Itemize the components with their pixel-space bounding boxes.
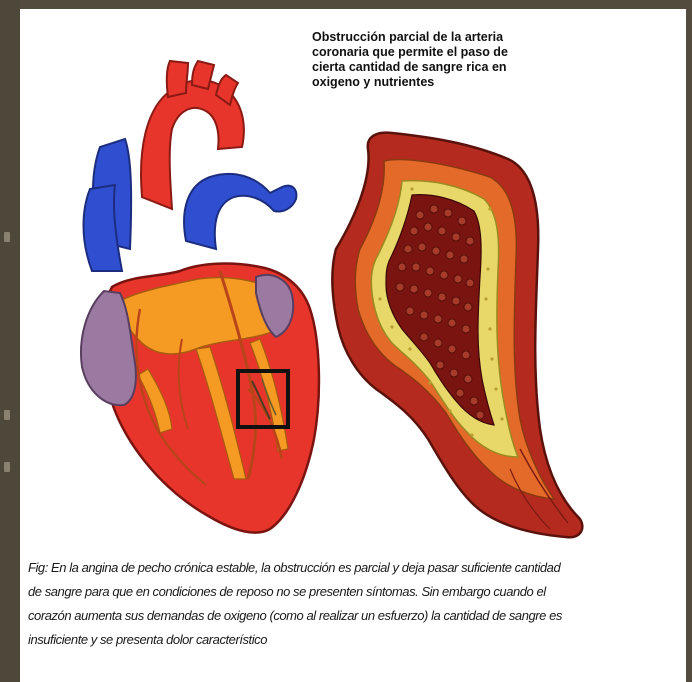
callout-line: coronaria que permite el paso de <box>312 45 508 59</box>
caption-line: insuficiente y se presenta dolor caracte… <box>28 632 267 647</box>
top-border <box>20 0 692 9</box>
heart-illustration <box>81 61 319 533</box>
artery-cross-section-illustration <box>332 133 582 538</box>
caption-line: de sangre para que en condiciones de rep… <box>28 584 546 599</box>
obstruction-callout: Obstrucción parcial de la arteria corona… <box>312 30 552 90</box>
caption-line: Fig: En la angina de pecho crónica estab… <box>28 560 560 575</box>
figure-caption: Fig: En la angina de pecho crónica estab… <box>28 556 688 652</box>
illustration-canvas <box>20 9 686 554</box>
pulmonary-artery <box>184 174 296 249</box>
callout-line: cierta cantidad de sangre rica en <box>312 60 507 74</box>
edge-mark <box>4 410 10 420</box>
callout-line: Obstrucción parcial de la arteria <box>312 30 503 44</box>
edge-mark <box>4 462 10 472</box>
aortic-branch-1 <box>167 61 188 97</box>
edge-mark <box>4 232 10 242</box>
caption-line: corazón aumenta sus demandas de oxigeno … <box>28 608 562 623</box>
left-border-strip <box>0 0 20 682</box>
callout-line: oxigeno y nutrientes <box>312 75 434 89</box>
